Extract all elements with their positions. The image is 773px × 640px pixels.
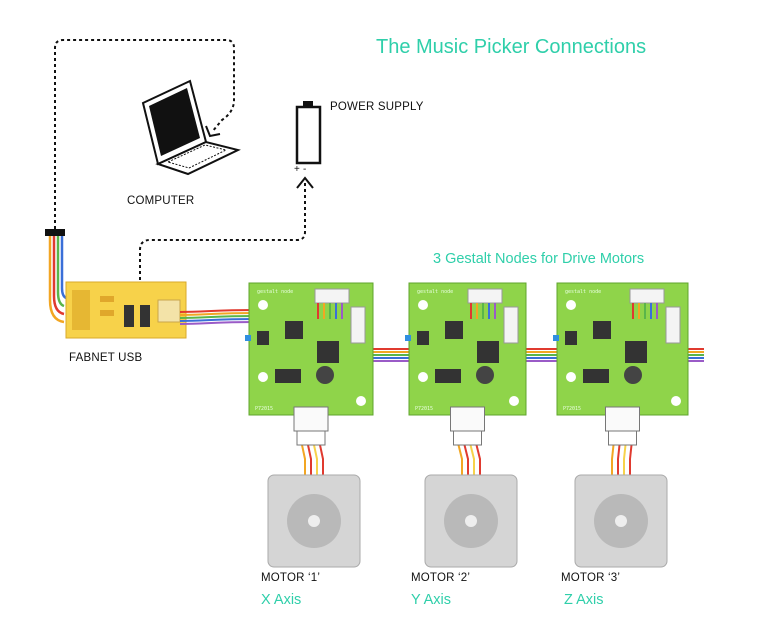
motor-shaft <box>308 515 320 527</box>
node-chip <box>285 321 303 339</box>
node-mount-hole <box>509 396 519 406</box>
node-board-id: P72015 <box>415 406 433 412</box>
power-terminals-label: + - <box>294 164 307 175</box>
bus-cable-1 <box>179 309 256 325</box>
computer-label: COMPUTER <box>127 195 195 207</box>
node-mount-hole <box>418 372 428 382</box>
node-led <box>245 335 251 341</box>
node-capacitor <box>476 366 494 384</box>
node-motor-connector <box>605 406 640 432</box>
node-board-title: gestalt node <box>417 289 453 295</box>
node-mount-hole <box>258 300 268 310</box>
arrow-head-icon <box>205 125 221 138</box>
stepper-motor-3 <box>574 474 668 568</box>
power-supply-label: POWER SUPPLY <box>330 101 424 113</box>
fabnet-usb-label: FABNET USB <box>69 352 143 364</box>
node-motor-connector <box>450 406 485 432</box>
computer-usb-cable <box>54 39 235 235</box>
node-button <box>565 331 577 345</box>
motor-wire-connector <box>296 430 326 446</box>
motor-wire-connector <box>608 430 637 446</box>
node-mount-hole <box>258 372 268 382</box>
node-chip <box>275 369 301 383</box>
node-led <box>553 335 559 341</box>
axis-label-y: Y Axis <box>411 592 452 608</box>
laptop-icon <box>141 79 241 176</box>
node-chip <box>445 321 463 339</box>
node-board-id: P72015 <box>563 406 581 412</box>
node-chip <box>583 369 609 383</box>
diagram-subtitle: 3 Gestalt Nodes for Drive Motors <box>433 251 645 267</box>
node-board <box>248 282 374 416</box>
fabnet-usb-board <box>45 229 187 339</box>
battery-icon <box>295 101 322 165</box>
node-side-connector <box>665 306 681 344</box>
axis-label-z: Z Axis <box>564 592 604 608</box>
node-mount-hole <box>566 300 576 310</box>
node-chip <box>593 321 611 339</box>
motor-label-2: MOTOR ‘2’ <box>411 572 471 584</box>
node-board-title: gestalt node <box>257 289 293 295</box>
power-arrow-icon <box>296 176 314 189</box>
diagram-title: The Music Picker Connections <box>376 36 647 58</box>
stepper-motor-2 <box>424 474 518 568</box>
motor-label-1: MOTOR ‘1’ <box>261 572 321 584</box>
axis-label-x: X Axis <box>261 592 302 608</box>
node-mount-hole <box>566 372 576 382</box>
stepper-motor-1 <box>267 474 361 568</box>
node-top-connector <box>467 288 503 304</box>
node-chip <box>625 341 647 363</box>
node-board <box>408 282 527 416</box>
node-mount-hole <box>671 396 681 406</box>
node-motor-connector <box>293 406 329 432</box>
node-led <box>405 335 411 341</box>
node-board <box>556 282 689 416</box>
node-button <box>257 331 269 345</box>
node-chip <box>317 341 339 363</box>
node-capacitor <box>316 366 334 384</box>
node-chip <box>477 341 499 363</box>
node-side-connector <box>503 306 519 344</box>
motor-label-3: MOTOR ‘3’ <box>561 572 621 584</box>
node-board-id: P72015 <box>255 406 273 412</box>
node-top-connector <box>629 288 665 304</box>
motor-wire-connector <box>453 430 482 446</box>
node-board-title: gestalt node <box>565 289 601 295</box>
motor-shaft <box>465 515 477 527</box>
node-top-connector <box>314 288 350 304</box>
node-button <box>417 331 429 345</box>
motor-shaft <box>615 515 627 527</box>
node-capacitor <box>624 366 642 384</box>
node-side-connector <box>350 306 366 344</box>
node-chip <box>435 369 461 383</box>
node-mount-hole <box>356 396 366 406</box>
node-mount-hole <box>418 300 428 310</box>
